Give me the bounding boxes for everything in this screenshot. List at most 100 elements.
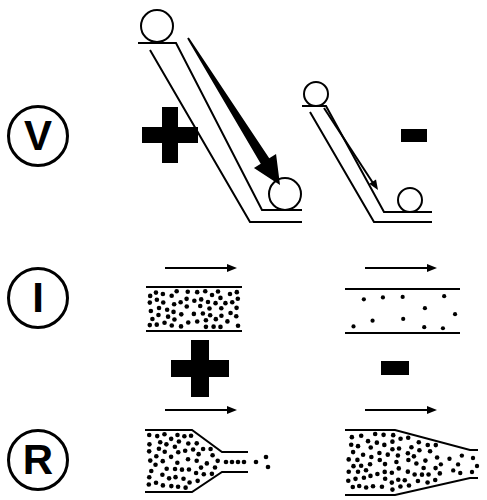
funnel-wall <box>345 430 478 450</box>
particle-dot <box>242 460 247 465</box>
particle-dot <box>183 485 188 490</box>
particle-dot <box>195 319 200 324</box>
particle-dot <box>423 306 427 310</box>
particle-dot <box>375 472 380 477</box>
particle-dot <box>357 484 362 489</box>
particle-dot <box>396 477 401 482</box>
particle-dot <box>236 296 241 301</box>
particle-dot <box>416 440 421 445</box>
particle-dot <box>202 472 207 477</box>
particle-dot <box>208 313 213 318</box>
particle-dot <box>169 437 174 442</box>
slide-track <box>150 50 302 222</box>
particle-dot <box>196 452 201 457</box>
particle-dot <box>235 290 240 295</box>
particle-dot <box>176 484 181 489</box>
particle-dot <box>204 318 209 323</box>
particle-dot <box>362 475 367 480</box>
particle-dot <box>385 452 390 457</box>
particle-dot <box>165 307 170 312</box>
flow-arrow <box>165 267 228 269</box>
flow-arrow <box>365 267 428 269</box>
particle-dot <box>264 455 269 460</box>
particle-dot <box>184 297 189 302</box>
particle-dot <box>351 450 356 455</box>
particle-dot <box>172 302 177 307</box>
particle-dot <box>397 446 402 451</box>
particle-dot <box>375 440 380 445</box>
particle-dot <box>406 458 411 463</box>
particle-dot <box>199 297 204 302</box>
particle-dot <box>422 325 426 329</box>
particle-dot <box>394 460 399 465</box>
particle-dot <box>234 306 239 311</box>
particle-dot <box>150 317 155 322</box>
particle-dot <box>447 456 451 460</box>
small-slide <box>302 82 432 222</box>
ball <box>141 10 173 42</box>
particle-dot <box>456 462 460 466</box>
particle-dot <box>359 463 364 468</box>
particle-dot <box>396 466 401 471</box>
plus-sign <box>162 107 178 163</box>
particle-dot <box>383 462 388 467</box>
particle-dot <box>160 459 165 464</box>
particle-dot <box>383 476 388 481</box>
particle-dot <box>364 468 369 473</box>
particle-dot <box>406 436 411 441</box>
particle-dot <box>350 485 355 490</box>
minus-sign <box>381 361 409 375</box>
particle-dot <box>161 292 166 297</box>
particle-dot <box>179 312 184 317</box>
particle-dot <box>412 472 417 477</box>
circle-letter: V <box>24 115 52 157</box>
particle-dot <box>471 456 475 460</box>
particle-dot <box>362 297 366 301</box>
particle-dot <box>398 436 403 441</box>
particle-dot <box>207 306 212 311</box>
particle-dot <box>414 461 419 466</box>
particle-dot <box>154 290 159 295</box>
particle-dot <box>164 466 169 471</box>
letter-circle: R <box>7 429 69 491</box>
particle-dot <box>398 484 403 489</box>
particle-dot <box>475 464 479 468</box>
particle-dot <box>185 290 190 295</box>
particle-dot <box>187 480 192 485</box>
arrow-head <box>427 406 437 414</box>
particle-dot <box>173 444 178 449</box>
particle-dot <box>199 465 204 470</box>
particle-dot <box>406 451 411 456</box>
particle-dot <box>157 306 162 311</box>
particle-dot <box>213 301 218 306</box>
slide-track <box>302 106 432 212</box>
particle-dot <box>195 479 200 484</box>
flow-arrow <box>165 409 228 411</box>
particle-dot <box>356 444 361 449</box>
particle-dot <box>361 452 366 457</box>
particle-dot <box>192 299 197 304</box>
particle-dot <box>186 441 191 446</box>
particle-dot <box>373 432 378 437</box>
particle-dot <box>368 462 373 467</box>
particle-dot <box>162 320 167 325</box>
particle-dot <box>214 317 219 322</box>
particle-dot <box>178 300 183 305</box>
particle-dot <box>425 480 430 485</box>
particle-dot <box>160 472 165 477</box>
particle-dot <box>210 472 215 477</box>
particle-dot <box>177 439 182 444</box>
arrow-head <box>369 179 378 190</box>
particle-dot <box>370 319 374 323</box>
particle-dot <box>211 324 216 329</box>
particle-dot <box>147 449 152 454</box>
particle-dot <box>236 460 241 465</box>
pipe-wall <box>345 288 460 290</box>
pipe-wall <box>146 286 242 288</box>
particle-dot <box>438 471 443 476</box>
plus-sign <box>191 340 209 397</box>
small-arrow <box>324 108 373 183</box>
particle-dot <box>216 289 221 294</box>
slide-track <box>310 112 432 222</box>
particle-dot <box>382 443 387 448</box>
